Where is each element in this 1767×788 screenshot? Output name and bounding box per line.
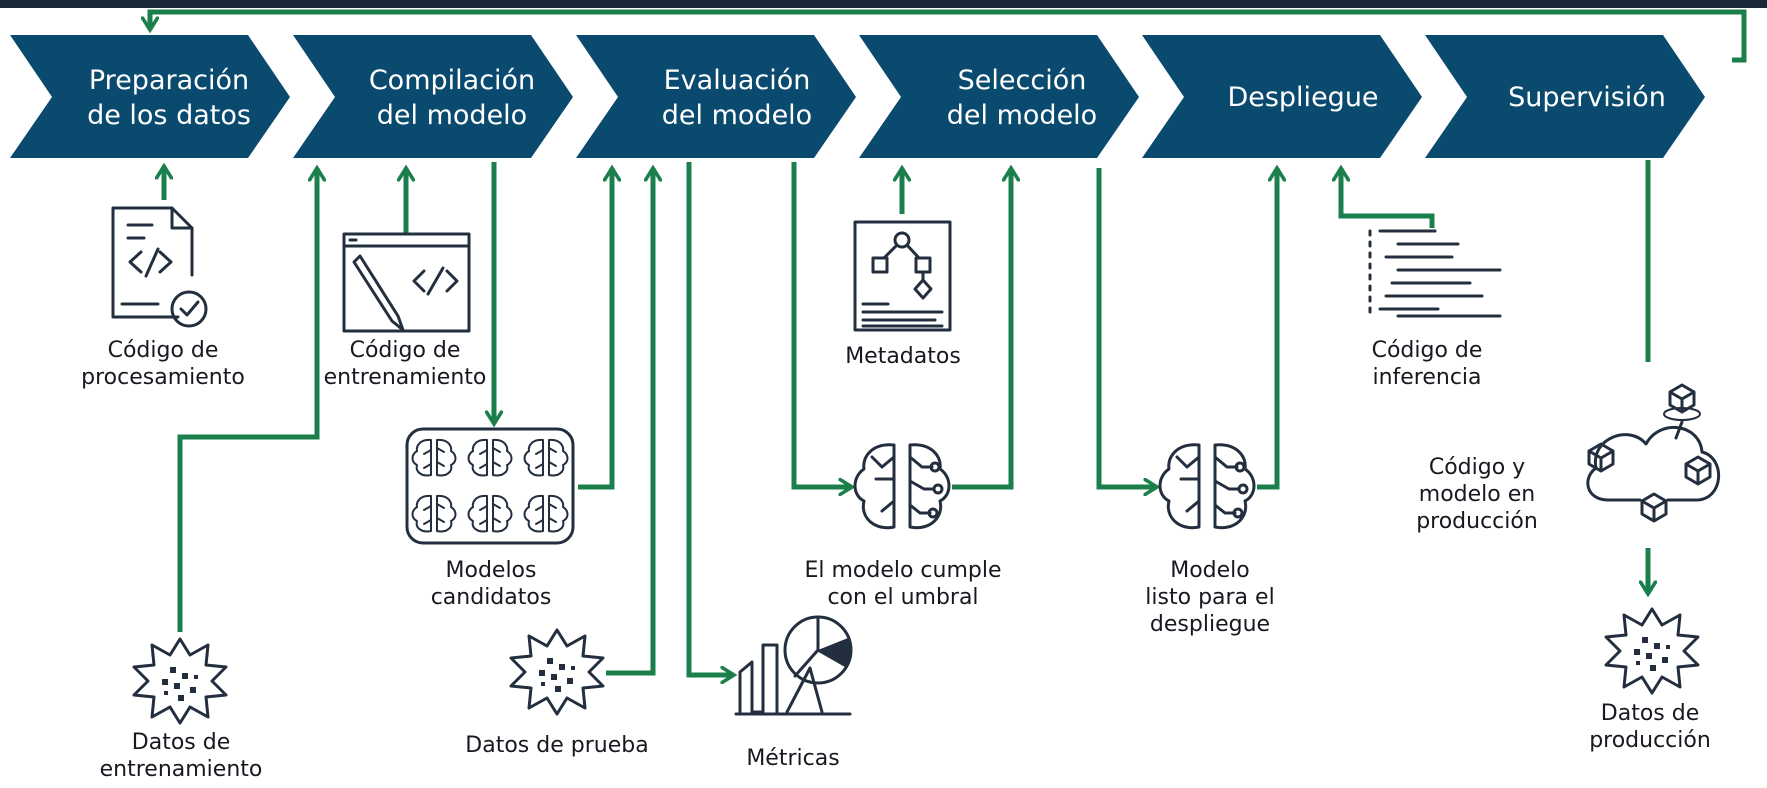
production-code-model-label: modelo en: [1419, 482, 1535, 507]
arrow-ready-model-to-deployment: [1257, 168, 1277, 490]
production-data-label: producción: [1589, 728, 1711, 753]
training-data-label: Datos de: [132, 730, 230, 755]
data-burst-icon: [509, 628, 605, 716]
training-data-label: entrenamiento: [100, 757, 263, 782]
inference-code-label: Código de: [1372, 338, 1483, 363]
brain-icon: [853, 443, 951, 530]
processing-code-label: Código de: [108, 338, 219, 363]
stage-model-build: Compilación del modelo: [293, 35, 573, 158]
metrics-chart-icon: [734, 615, 853, 716]
ready-model-label: despliegue: [1150, 612, 1270, 637]
arrow-evaluation-to-threshold-model: [791, 162, 852, 487]
flow-arrows: [150, 9, 1747, 676]
production-code-model-label: Código y: [1429, 455, 1525, 480]
stage-label-line: Preparación: [89, 65, 249, 96]
stage-label-line: Selección: [958, 65, 1087, 96]
model-grid-icon: [405, 427, 575, 545]
code-document-icon: [111, 206, 208, 328]
stage-chevrons: Preparación de los datos Compilación del…: [10, 35, 1705, 158]
stage-model-evaluation: Evaluación del modelo: [576, 35, 856, 158]
code-lines-icon: [1368, 229, 1502, 318]
data-burst-icon: [1604, 607, 1700, 695]
arrow-test-data-to-evaluation: [606, 168, 653, 676]
data-burst-icon: [132, 637, 228, 725]
stage-label-line: Compilación: [369, 65, 535, 96]
stage-label-line: Evaluación: [664, 65, 811, 96]
artifact-labels: Código de procesamiento Código de entren…: [81, 338, 1711, 782]
arrow-evaluation-to-metrics: [686, 162, 734, 675]
arrow-selection-to-ready-model: [1096, 168, 1157, 487]
arrow-training-data-to-build: [177, 168, 317, 632]
processing-code-label: procesamiento: [81, 365, 245, 390]
training-code-label: Código de: [350, 338, 461, 363]
metrics-label: Métricas: [746, 746, 839, 771]
metadata-document-icon: [853, 220, 952, 332]
code-editor-icon: [342, 232, 471, 333]
arrow-candidates-to-evaluation: [578, 168, 612, 490]
production-data-label: Datos de: [1601, 701, 1699, 726]
stage-label-line: del modelo: [662, 100, 812, 131]
cloud-cubes-icon: [1586, 383, 1720, 523]
training-code-label: entrenamiento: [324, 365, 487, 390]
ready-model-label: listo para el: [1145, 585, 1274, 610]
brain-icon: [1158, 443, 1256, 530]
inference-code-label: inferencia: [1372, 365, 1481, 390]
threshold-model-label: con el umbral: [827, 585, 978, 610]
stage-label-line: de los datos: [87, 100, 251, 131]
stage-model-selection: Selección del modelo: [859, 35, 1139, 158]
stage-label-line: Despliegue: [1227, 82, 1378, 113]
feedback-loop-arrow: [150, 9, 1747, 63]
stage-deployment: Despliegue: [1142, 35, 1422, 158]
stage-data-preparation: Preparación de los datos: [10, 35, 290, 158]
candidate-models-label: candidatos: [431, 585, 552, 610]
test-data-label: Datos de prueba: [465, 733, 648, 758]
threshold-model-label: El modelo cumple: [804, 558, 1001, 583]
production-code-model-label: producción: [1416, 509, 1538, 534]
ready-model-label: Modelo: [1170, 558, 1250, 583]
candidate-models-label: Modelos: [446, 558, 537, 583]
stage-label-line: del modelo: [947, 100, 1097, 131]
stage-label-line: del modelo: [377, 100, 527, 131]
stage-monitoring: Supervisión: [1425, 35, 1705, 158]
top-bar: [0, 0, 1767, 8]
arrow-threshold-model-to-selection: [952, 168, 1011, 490]
stage-label-line: Supervisión: [1508, 82, 1666, 113]
arrow-inference-code-to-deployment: [1341, 168, 1435, 228]
metadata-label: Metadatos: [845, 344, 961, 369]
